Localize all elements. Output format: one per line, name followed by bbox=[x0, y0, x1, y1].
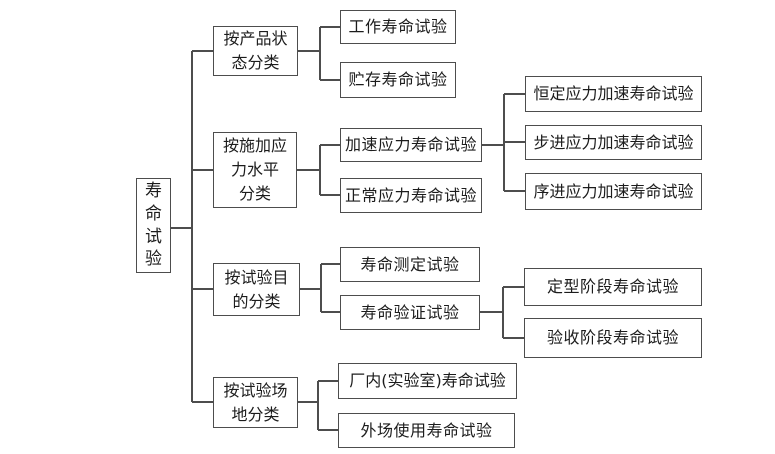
node-life-measurement-test: 寿命测定试验 bbox=[340, 247, 480, 282]
node-acceptance-stage-life-test: 验收阶段寿命试验 bbox=[524, 318, 702, 358]
node-constant-stress-accelerated-test: 恒定应力加速寿命试验 bbox=[525, 76, 702, 112]
node-normal-stress-life-test: 正常应力寿命试验 bbox=[340, 178, 482, 213]
node-storage-life-test: 贮存寿命试验 bbox=[340, 62, 456, 98]
node-working-life-test: 工作寿命试验 bbox=[340, 10, 456, 44]
node-qualification-stage-life-test: 定型阶段寿命试验 bbox=[524, 268, 702, 306]
root-node-life-test: 寿 命 试 验 bbox=[136, 178, 171, 273]
category-test-purpose: 按试验目 的分类 bbox=[213, 263, 300, 316]
node-progressive-stress-accelerated-test: 序进应力加速寿命试验 bbox=[525, 173, 702, 210]
node-field-use-life-test: 外场使用寿命试验 bbox=[338, 413, 515, 448]
node-step-stress-accelerated-test: 步进应力加速寿命试验 bbox=[525, 125, 702, 160]
category-product-state: 按产品状 态分类 bbox=[213, 26, 298, 76]
node-life-verification-test: 寿命验证试验 bbox=[340, 295, 480, 330]
node-accelerated-stress-life-test: 加速应力寿命试验 bbox=[340, 128, 482, 162]
category-test-site: 按试验场 地分类 bbox=[213, 377, 298, 428]
category-stress-level: 按施加应 力水平 分类 bbox=[213, 132, 297, 208]
node-factory-lab-life-test: 厂内(实验室)寿命试验 bbox=[338, 363, 517, 399]
